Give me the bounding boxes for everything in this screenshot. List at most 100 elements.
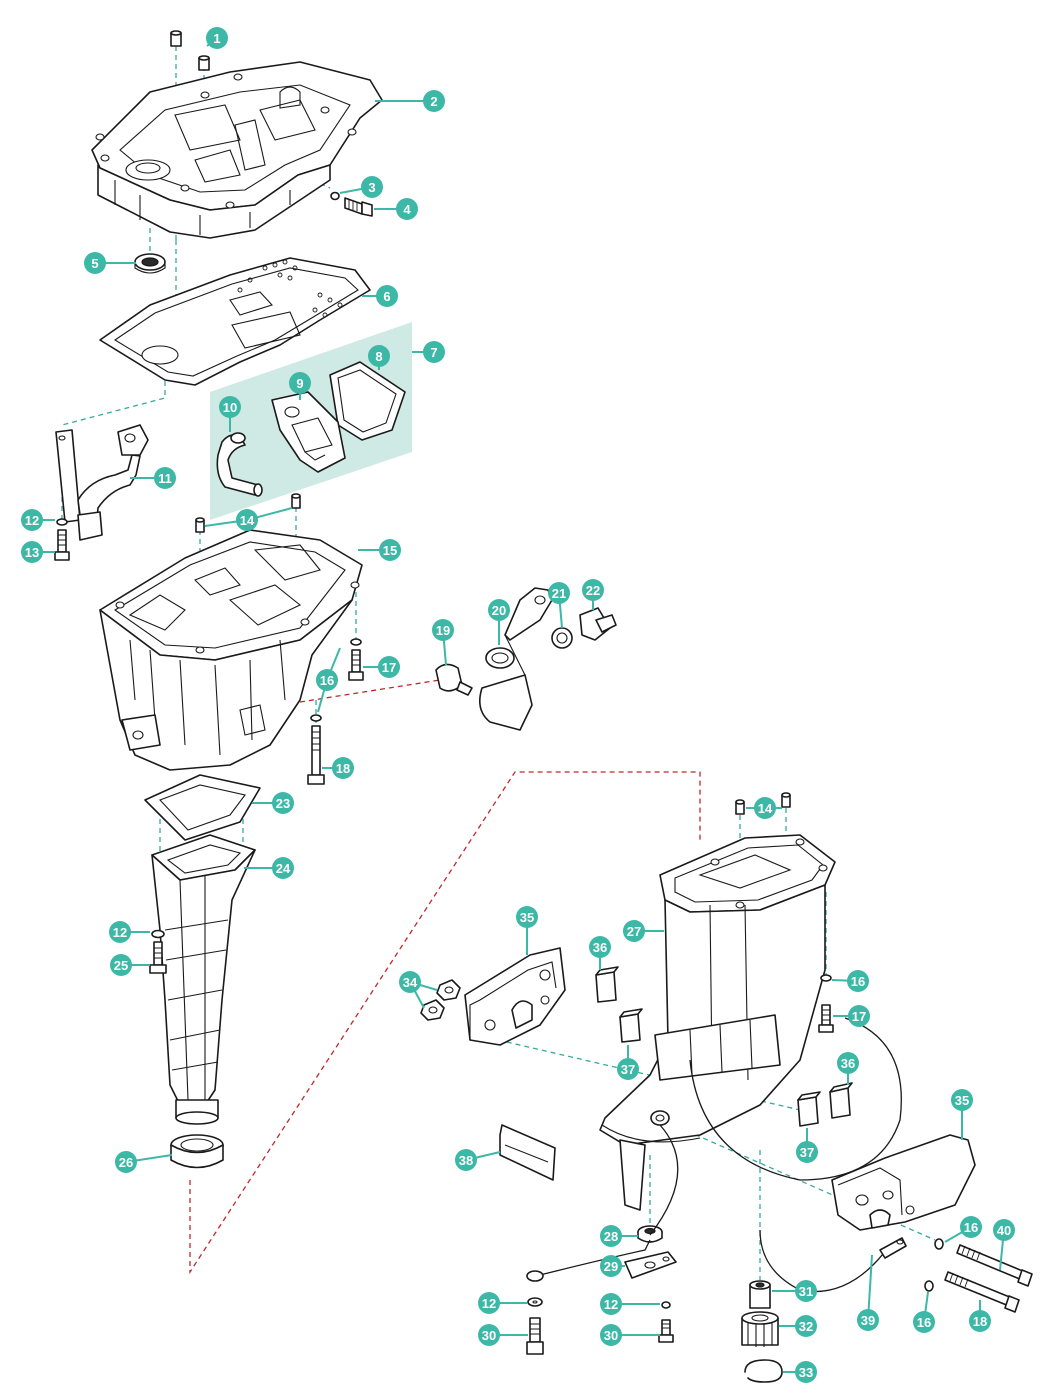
- callout-31: 31: [795, 1280, 817, 1302]
- part-15-upper-case: [99, 529, 363, 771]
- callout-badge: [316, 669, 338, 691]
- callout-22: 22: [582, 579, 604, 601]
- callout-number: 11: [158, 471, 172, 486]
- callout-number: 37: [621, 1062, 635, 1077]
- callout-badge: [378, 656, 400, 678]
- callout-19: 19: [432, 619, 454, 641]
- callout-number: 36: [593, 940, 607, 955]
- callout-37: 37: [796, 1141, 818, 1163]
- callout-number: 40: [997, 1223, 1011, 1238]
- part-28-grommet: [637, 1225, 663, 1243]
- part-24-exhaust-tube: [151, 834, 256, 1125]
- callout-40: 40: [993, 1219, 1015, 1241]
- callout-25: 25: [110, 954, 132, 976]
- callout-9: 9: [289, 372, 311, 394]
- callout-15: 15: [379, 539, 401, 561]
- part-35-bracket-lower: [831, 1134, 976, 1231]
- callout-30: 30: [600, 1324, 622, 1346]
- callout-badge: [847, 970, 869, 992]
- callout-number: 9: [296, 376, 303, 391]
- part-23-gasket: [144, 774, 261, 841]
- callout-7: 7: [423, 341, 445, 363]
- callout-number: 36: [841, 1056, 855, 1071]
- callout-number: 14: [758, 801, 773, 816]
- part-14-pins-lower: [735, 792, 791, 815]
- callout-badge: [478, 1292, 500, 1314]
- callout-number: 17: [852, 1009, 866, 1024]
- callout-badge: [795, 1315, 817, 1337]
- part-3-washer: [330, 191, 340, 201]
- callout-badge: [115, 1151, 137, 1173]
- callout-badge: [488, 599, 510, 621]
- callout-number: 15: [383, 543, 397, 558]
- part-37-block-upper: [619, 1008, 643, 1043]
- callout-number: 38: [459, 1153, 473, 1168]
- callout-number: 24: [276, 861, 291, 876]
- callout-badge: [272, 792, 294, 814]
- callout-14: 14: [754, 797, 776, 819]
- callout-18: 18: [332, 757, 354, 779]
- callout-badge: [993, 1219, 1015, 1241]
- callout-number: 30: [604, 1328, 618, 1343]
- callout-5: 5: [84, 252, 106, 274]
- callout-number: 16: [851, 974, 865, 989]
- part-34-nuts: [420, 979, 461, 1021]
- callout-number: 6: [383, 289, 390, 304]
- callout-16: 16: [316, 669, 338, 691]
- callout-number: 12: [113, 925, 127, 940]
- part-9-reed-plate: [271, 391, 346, 473]
- part-18-long-bolt-upper: [307, 725, 325, 785]
- callout-28: 28: [600, 1225, 622, 1247]
- callout-badge: [548, 582, 570, 604]
- callout-badge: [969, 1310, 991, 1332]
- part-25-bolt: [149, 941, 167, 974]
- callout-badge: [376, 285, 398, 307]
- callout-badge: [332, 757, 354, 779]
- part-32-coupler: [741, 1311, 779, 1347]
- callout-number: 37: [800, 1145, 814, 1160]
- callout-badge: [960, 1216, 982, 1238]
- part-14-pins-upper: [195, 493, 301, 533]
- callout-badge: [600, 1225, 622, 1247]
- part-2-upper-plate: [91, 61, 383, 239]
- callout-number: 14: [240, 513, 255, 528]
- part-5-oil-seal: [134, 253, 166, 274]
- callout-badge: [272, 857, 294, 879]
- callout-badge: [600, 1293, 622, 1315]
- callout-34: 34: [399, 971, 421, 993]
- callout-number: 1: [213, 31, 220, 46]
- callout-badge: [219, 396, 241, 418]
- callout-badge: [589, 936, 611, 958]
- callout-18: 18: [969, 1310, 991, 1332]
- callout-2: 2: [423, 90, 445, 112]
- callout-number: 10: [223, 400, 237, 415]
- callout-number: 17: [382, 660, 396, 675]
- callout-number: 4: [403, 202, 411, 217]
- callout-badge: [600, 1255, 622, 1277]
- callout-badge: [913, 1311, 935, 1333]
- callout-number: 12: [482, 1296, 496, 1311]
- part-11-pipe: [55, 424, 149, 541]
- part-29-plate: [624, 1251, 677, 1279]
- part-4-bolt: [344, 197, 373, 217]
- part-26-grommet: [170, 1134, 224, 1169]
- callout-37: 37: [617, 1058, 639, 1080]
- callout-number: 12: [604, 1297, 618, 1312]
- part-40-long-bolt: [956, 1244, 1033, 1287]
- part-30-bolts: [526, 1317, 674, 1355]
- callout-33: 33: [795, 1361, 817, 1383]
- callout-number: 8: [375, 349, 382, 364]
- part-27-drive-shaft-housing: [599, 834, 836, 1211]
- part-16-washer-right: [820, 974, 832, 982]
- callout-number: 16: [964, 1220, 978, 1235]
- callout-badge: [754, 797, 776, 819]
- callout-badge: [21, 541, 43, 563]
- part-17-bolt-upper: [348, 649, 364, 681]
- part-19-clamp: [435, 663, 473, 696]
- callout-badge: [289, 372, 311, 394]
- part-36-block-lower: [829, 1082, 853, 1119]
- callout-24: 24: [272, 857, 294, 879]
- callout-badge: [396, 198, 418, 220]
- callout-badge: [361, 176, 383, 198]
